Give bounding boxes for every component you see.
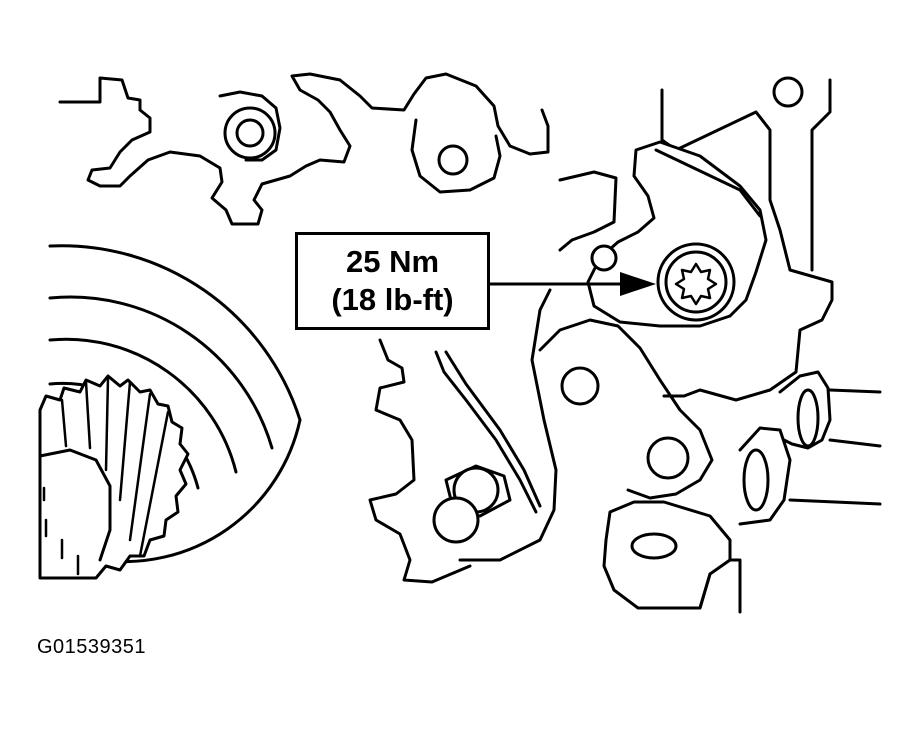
top-right-hole [772,76,804,108]
right-block-edge [810,78,832,272]
upper-casting-inner [218,90,282,162]
bottom-boss-hole [630,532,678,560]
torque-metric: 25 Nm [345,244,440,279]
right-edge-lines [788,388,882,506]
tensioner-bracket-rib [654,148,762,218]
pulley-rings [48,244,302,564]
right-peg-lower [742,448,770,512]
timing-belt-inner-2 [444,350,542,508]
upper-casting-outline [58,72,550,226]
upper-boss-center-hole [437,144,469,176]
small-hole-bracket [590,244,618,272]
right-peg-upper [796,388,820,448]
lower-casting-left [368,338,472,584]
lower-hole-left [560,366,600,406]
upper-boss-left-hole [235,118,265,148]
sprocket-inner-dashes [42,486,80,576]
lower-hole-center [646,436,690,480]
callout-arrowhead-icon [620,272,656,296]
crank-sprocket-ridges [60,376,170,558]
lower-casting-right [538,318,714,500]
right-pegs [778,370,832,450]
right-peg-lower-body [738,426,792,526]
timing-belt-outer [458,288,558,562]
upper-flange [410,118,502,194]
figure-id: G01539351 [37,636,147,658]
timing-belt-inner [434,350,538,514]
center-block [558,170,618,252]
torque-callout: 25 Nm (18 lb-ft) [295,232,490,330]
torque-imperial: (18 lb-ft) [331,282,454,317]
crank-sprocket-teeth [38,374,190,580]
idler-post-cap [432,496,480,544]
bottom-boss-side [698,558,742,614]
torx-icon [674,262,718,306]
crank-sprocket-face [38,448,112,562]
right-block-outline [660,88,834,402]
